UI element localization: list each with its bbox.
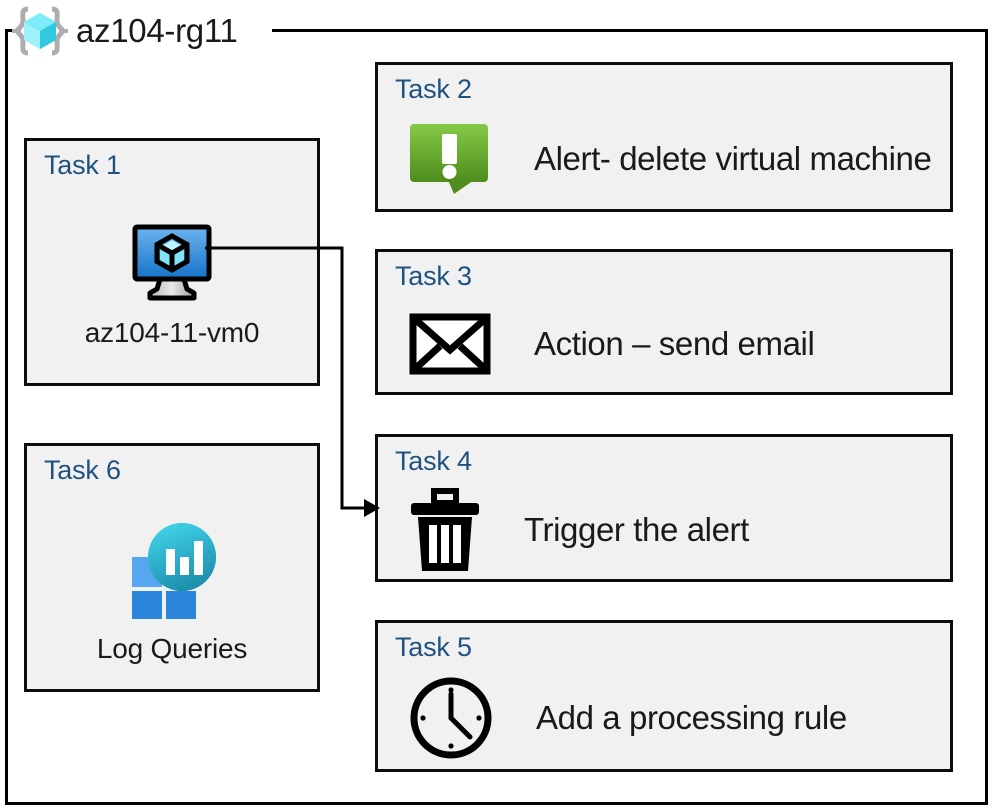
task-1-label: az104-11-vm0 — [84, 317, 260, 348]
resource-group-frame-top-left — [5, 29, 17, 32]
resource-group-frame-top-right — [272, 29, 988, 32]
trash-can-icon — [408, 487, 482, 573]
clock-icon — [408, 675, 494, 761]
task-2-label: Alert- delete virtual machine — [534, 140, 932, 177]
task-5-card[interactable]: Task 5 Add a processing rule — [375, 620, 953, 772]
task-2-card[interactable]: Task 2 Alert- delete virtual machin — [375, 62, 953, 212]
task-4-body: Trigger the alert — [408, 481, 940, 579]
task-1-title: Task 1 — [44, 150, 121, 180]
task-6-title: Task 6 — [44, 455, 121, 485]
task-5-body: Add a processing rule — [408, 667, 940, 769]
task-2-title: Task 2 — [395, 74, 472, 104]
resource-group-frame — [5, 31, 988, 805]
virtual-machine-icon — [128, 223, 216, 303]
task-1-card[interactable]: Task 1 — [24, 138, 320, 386]
resource-group-name: az104-rg11 — [76, 12, 238, 49]
task-2-body: Alert- delete virtual machine — [408, 109, 940, 209]
alert-exclamation-icon — [408, 122, 492, 196]
task-6-body: Log Queries — [27, 494, 317, 689]
task-6-label: Log Queries — [96, 632, 248, 664]
task-3-card[interactable]: Task 3 Action – send email — [375, 249, 953, 395]
resource-group-cube-icon — [12, 5, 68, 57]
task-4-card[interactable]: Task 4 Trigger the alert — [375, 434, 953, 582]
log-analytics-icon — [120, 519, 224, 619]
resource-group-title: az104-rg11 — [12, 2, 248, 60]
task-3-body: Action – send email — [408, 296, 940, 392]
task-6-card[interactable]: Task 6 — [24, 443, 320, 692]
envelope-icon — [408, 312, 492, 376]
task-5-title: Task 5 — [395, 632, 472, 662]
task-3-label: Action – send email — [534, 325, 815, 362]
task-1-body: az104-11-vm0 — [27, 189, 317, 383]
task-4-title: Task 4 — [395, 446, 472, 476]
task-3-title: Task 3 — [395, 261, 472, 291]
task-5-label: Add a processing rule — [536, 699, 847, 736]
task-4-label: Trigger the alert — [524, 511, 749, 548]
